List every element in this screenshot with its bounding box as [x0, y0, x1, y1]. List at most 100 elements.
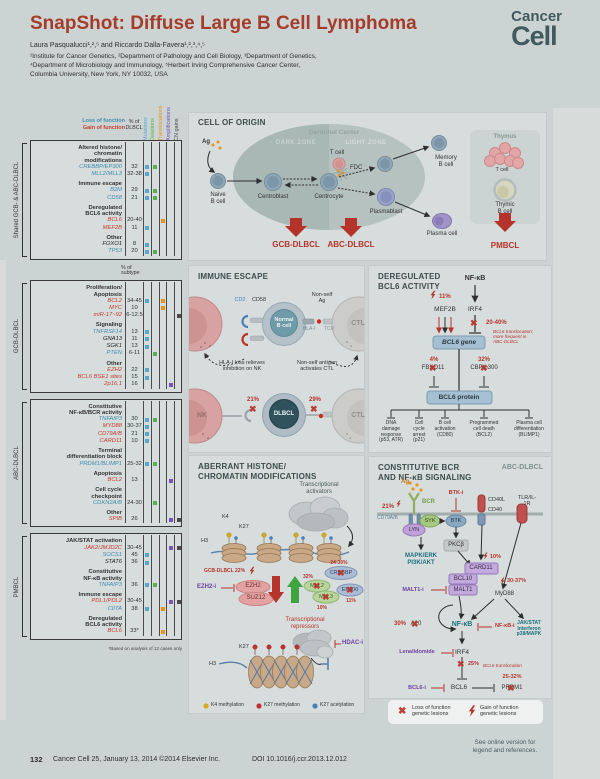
- bcl6-target-cell-cycle: Cell cycle arrest (p21): [412, 420, 426, 444]
- x-mark-ep300-icon: ✖: [346, 585, 354, 595]
- cd79-pct-label: 21%: [382, 504, 395, 510]
- gain-legend-label: Gain of function genetic lesions: [480, 705, 519, 718]
- immune-escape-diagram: [189, 296, 364, 444]
- mll2-pct-label: 32%: [303, 574, 314, 580]
- normal-b-cell: [262, 302, 306, 346]
- bcl6t-pct-label: 25%: [468, 661, 480, 667]
- lesion-mark: [145, 583, 150, 588]
- up-arrow-icon: [287, 576, 303, 603]
- arrow-repressor: [310, 657, 322, 665]
- nk-pct-label: 21%: [246, 397, 260, 403]
- lesion-mark: [176, 517, 181, 522]
- immune-escape-panel: IMMUNE ESCAPE CD2 CD58 Non-self Ag Norma…: [188, 265, 365, 453]
- h3-compact-label: H3: [209, 661, 217, 667]
- naive-b-cell-label: Naive B cell: [210, 192, 226, 205]
- x-mark-a20-icon: ✖: [411, 619, 419, 629]
- cd40-label: CD40: [488, 507, 503, 513]
- group-heading-row: Immune escape: [31, 178, 181, 188]
- cd58-label: CD58: [251, 297, 267, 303]
- malt1i-label: MALT1-i: [402, 587, 424, 593]
- lesion-mark: [153, 249, 158, 254]
- nk-bottom-label: NK: [197, 412, 208, 419]
- lesion-mark: [168, 546, 173, 551]
- a20-loop-arrow: [438, 604, 457, 633]
- column-header-translocations: Translocations: [158, 105, 165, 141]
- table-header: Loss of function Gain of function % of D…: [8, 105, 185, 141]
- fdc-icon: [333, 165, 349, 181]
- k27-compact-label: K27: [239, 644, 249, 650]
- bcl6i-inhibition: [431, 684, 445, 692]
- cd2-label: CD2: [234, 297, 246, 303]
- irf4-label: IRF4: [467, 306, 483, 313]
- legend-k27ac-label: K27 acetylation: [320, 702, 355, 708]
- page-title: SnapShot: Diffuse Large B Cell Lymphoma: [30, 13, 417, 34]
- group-heading-row: Deregulated BCL6 activity: [31, 612, 181, 629]
- activator-cloud-icon: [288, 496, 349, 532]
- lesion-mark: [168, 599, 173, 604]
- legend-k4-dot-icon: [203, 703, 209, 709]
- lesion-mark: [145, 249, 150, 254]
- left-margin-strip: [0, 260, 6, 720]
- irf4-label: IRF4: [454, 649, 470, 656]
- thymic-b-cell: [493, 178, 517, 202]
- x-mark-ctl-icon: ✖: [310, 404, 318, 414]
- gcb-pct-label: GCB-DLBCL 22%: [204, 568, 246, 574]
- memory-b-cell-label: Memory B cell: [435, 155, 457, 168]
- gain-lightning-icon: [468, 705, 476, 717]
- a20-label: A20: [410, 621, 422, 627]
- nonself-ag-label: Non-self Ag: [311, 292, 333, 305]
- nk-cell-bottom: [189, 388, 223, 444]
- lesion-mark: [145, 172, 150, 177]
- syk-label: SYK: [424, 518, 436, 524]
- tlr-icon: [516, 503, 528, 524]
- cbp-label: CBP/p300: [470, 365, 498, 371]
- lesion-mark: [168, 517, 173, 522]
- repressors-label: Transcriptional repressors: [285, 617, 325, 630]
- x-mark-prdm1-icon: ✖: [507, 683, 515, 693]
- column-header-amplifications: Amplifications: [165, 107, 172, 141]
- hdaci-label: HDAC-i: [342, 640, 363, 646]
- tcr-label: TCR: [323, 326, 335, 332]
- myd88-label: MyD88: [495, 591, 515, 597]
- lesion-mark: [153, 417, 158, 422]
- cd2-receptor-icon: [241, 314, 249, 329]
- lesion-mark: [145, 432, 150, 437]
- arrow-myd88-nfkb: [470, 598, 495, 621]
- memory-b-cell: [431, 135, 447, 151]
- germinal-center-label: Germinal Center: [308, 129, 360, 136]
- lesion-mark: [153, 196, 158, 201]
- nk-cell-top: [189, 296, 223, 352]
- ctl-pct-label: 29%: [308, 397, 322, 403]
- lesion-mark: [176, 546, 181, 551]
- ag-label: Ag: [202, 139, 210, 145]
- lesion-mark: [168, 382, 173, 387]
- x-mark-nk-icon: ✖: [249, 404, 257, 414]
- lenalidomide-inhibition: [441, 649, 454, 657]
- cd40l-icon: [477, 494, 486, 513]
- bcl6-target-tree: [387, 404, 533, 419]
- bcl6-transloc-note: BCL6 translocation; more frequent in ABC…: [493, 329, 534, 345]
- lesion-mark: [153, 165, 158, 170]
- lesion-mark: [160, 607, 165, 612]
- t-cell: [332, 157, 346, 171]
- ctl-bottom-label: CTL: [351, 412, 365, 419]
- gcb-arrow-icon: [285, 218, 307, 237]
- centrocyte-cell: [320, 173, 338, 191]
- prdm1-label: PRDM1: [501, 685, 523, 691]
- malt1i-inhibition: [431, 586, 447, 594]
- bcr-diagram: [377, 481, 543, 692]
- nucleosomes-open: [221, 532, 342, 563]
- card11-label: CARD11: [469, 565, 493, 571]
- x-mark-irf4-icon: ✖: [470, 318, 478, 328]
- suz12-oval: [238, 592, 274, 606]
- ctl-cell-top: [331, 296, 364, 352]
- abc-dlbcl-label: ABC-DLBCL: [327, 240, 375, 249]
- bcl6-target-dna-damage: DNA damage response (p53, ATR): [379, 420, 403, 444]
